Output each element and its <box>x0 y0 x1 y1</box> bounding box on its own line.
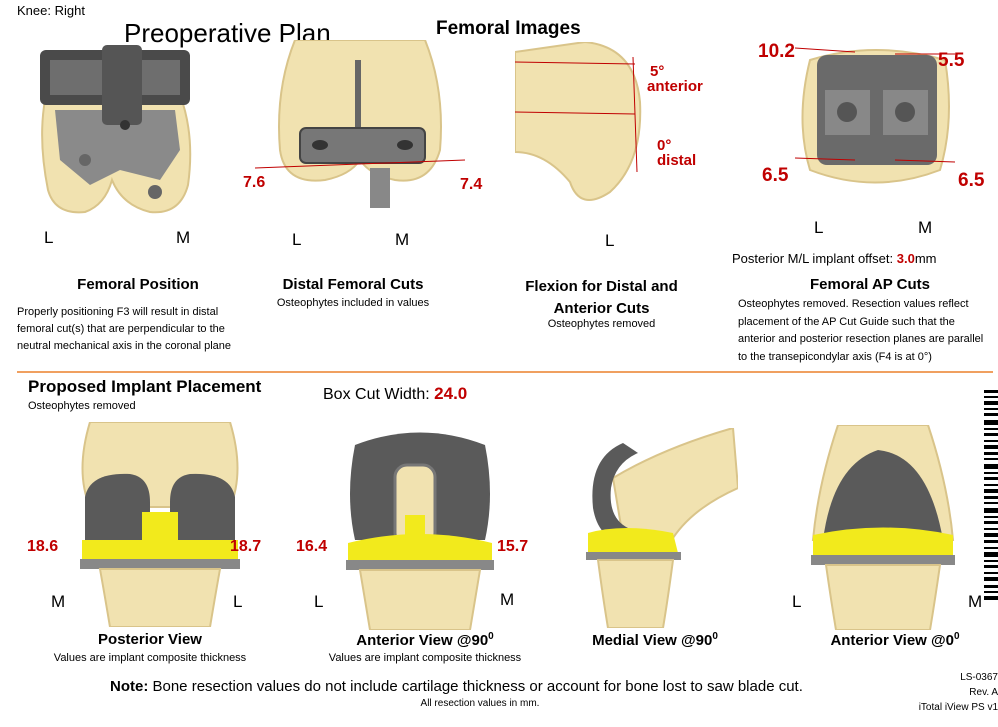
anterior-90-title-sup: 0 <box>488 631 494 642</box>
footer-note-text: Bone resection values do not include car… <box>148 678 803 695</box>
femoral-position-desc: Properly positioning F3 will result in d… <box>17 306 232 352</box>
anterior-90-side-right: M <box>500 590 515 609</box>
ap-top-left-value: 10.2 <box>758 41 795 62</box>
posterior-side-left: M <box>51 592 66 611</box>
doc-rev: Rev. A <box>969 687 998 698</box>
posterior-right-value: 18.7 <box>230 538 262 555</box>
offset-label: Posterior M/L implant offset: <box>732 251 894 266</box>
ap-cuts-title: Femoral AP Cuts <box>809 276 931 293</box>
section-divider <box>17 371 993 373</box>
posterior-view-image <box>70 422 250 627</box>
offset-unit: mm <box>914 251 937 266</box>
anterior-90-side-left: L <box>314 592 324 611</box>
distal-cut-right-value: 7.4 <box>460 176 483 193</box>
femoral-position-image <box>30 40 200 220</box>
offset-row: Posterior M/L implant offset: 3.0mm <box>732 251 937 266</box>
anterior-90-image <box>340 425 500 630</box>
flexion-title-line1: Flexion for Distal and <box>525 278 678 295</box>
flexion-distal-value: 0° <box>657 137 672 154</box>
flexion-anterior-label: anterior <box>647 78 703 95</box>
anterior-0-image <box>808 425 958 630</box>
femoral-position-side-left: L <box>44 228 54 247</box>
posterior-desc: Values are implant composite thickness <box>53 652 247 664</box>
ap-side-left: L <box>814 218 824 237</box>
flexion-image <box>515 42 645 207</box>
medial-90-title-text: Medial View @90 <box>592 632 713 649</box>
distal-cut-left-value: 7.6 <box>243 174 266 191</box>
posterior-left-value: 18.6 <box>27 538 59 555</box>
anterior-90-title: Anterior View @900 <box>325 631 525 649</box>
flexion-title-line2: Anterior Cuts <box>553 300 650 317</box>
box-cut-value: 24.0 <box>434 384 468 403</box>
anterior-90-desc: Values are implant composite thickness <box>328 652 522 664</box>
ap-side-right: M <box>918 218 933 237</box>
medial-90-title: Medial View @900 <box>555 631 755 649</box>
medial-90-image <box>583 428 738 628</box>
distal-cuts-image <box>255 40 465 215</box>
distal-cuts-title: Distal Femoral Cuts <box>282 276 424 293</box>
implant-subtitle: Osteophytes removed <box>28 400 136 412</box>
flexion-anterior-value: 5° <box>650 63 665 80</box>
posterior-title: Posterior View <box>98 631 202 648</box>
footer-note: Note: Bone resection values do not inclu… <box>110 678 803 695</box>
anterior-0-side-right: M <box>968 592 983 611</box>
doc-id: LS-0367 <box>960 672 998 683</box>
anterior-90-title-text: Anterior View @90 <box>356 632 489 649</box>
ap-bottom-right-value: 6.5 <box>958 170 985 191</box>
flexion-distal-label: distal <box>657 152 697 169</box>
implant-title: Proposed Implant Placement <box>28 377 262 396</box>
knee-side-label: Knee: Right <box>17 3 85 18</box>
barcode <box>984 390 998 600</box>
ap-cuts-image <box>795 40 955 200</box>
flexion-desc: Osteophytes removed <box>547 318 656 330</box>
femoral-images-title: Femoral Images <box>436 18 581 39</box>
anterior-0-side-left: L <box>792 592 802 611</box>
ap-bottom-left-value: 6.5 <box>762 165 789 186</box>
flexion-title: Flexion for Distal and Anterior Cuts <box>500 276 703 320</box>
anterior-90-left-value: 16.4 <box>296 538 328 555</box>
distal-cuts-side-left: L <box>292 230 302 249</box>
anterior-0-title-sup: 0 <box>954 631 960 642</box>
anterior-0-title-text: Anterior View @0 <box>830 632 954 649</box>
distal-cuts-desc: Osteophytes included in values <box>276 297 430 309</box>
anterior-0-title: Anterior View @00 <box>795 631 995 649</box>
ap-cuts-desc: Osteophytes removed. Resection values re… <box>738 298 984 363</box>
anterior-90-right-value: 15.7 <box>497 538 529 555</box>
femoral-position-side-right: M <box>176 228 191 247</box>
flexion-side: L <box>605 231 615 250</box>
offset-value: 3.0 <box>896 251 915 266</box>
posterior-side-right: L <box>233 592 243 611</box>
ap-top-right-value: 5.5 <box>938 50 965 71</box>
distal-cuts-side-right: M <box>395 230 410 249</box>
box-cut-label: Box Cut Width: <box>323 386 430 403</box>
medial-90-title-sup: 0 <box>712 631 718 642</box>
box-cut-row: Box Cut Width: 24.0 <box>323 384 467 404</box>
doc-product: iTotal iView PS v1 <box>918 702 998 713</box>
footer-note-sub: All resection values in mm. <box>420 698 540 709</box>
femoral-position-title: Femoral Position <box>77 276 199 293</box>
footer-note-label: Note: <box>110 678 149 695</box>
